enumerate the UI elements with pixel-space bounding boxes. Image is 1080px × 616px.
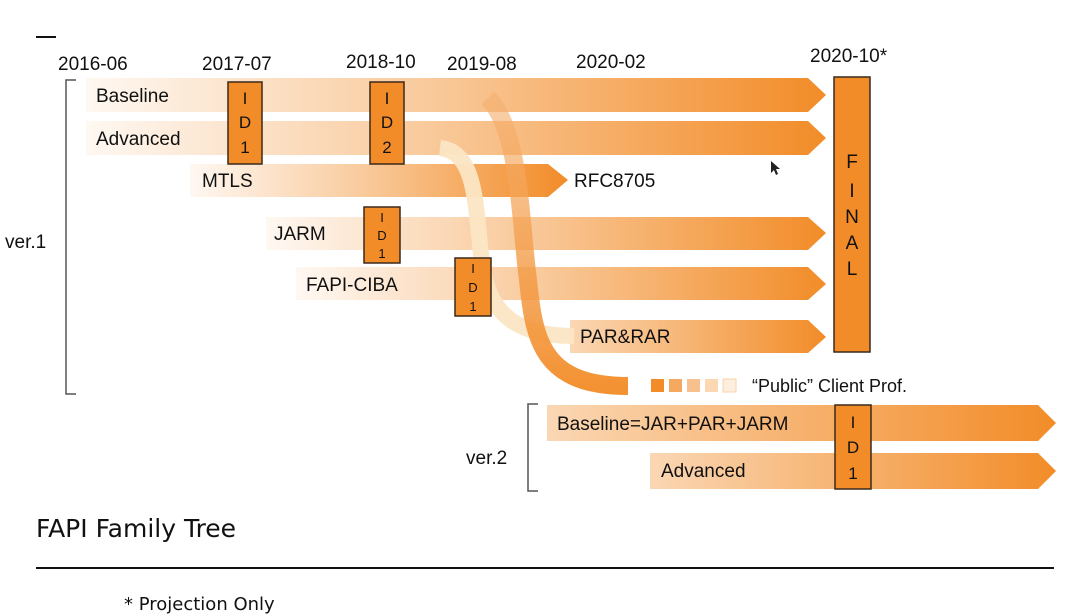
svg-text:D: D [377, 228, 386, 243]
ver1-label: ver.1 [5, 232, 46, 253]
v2-id1-box: I D 1 [834, 404, 872, 490]
svg-text:I: I [380, 210, 384, 225]
v2-baseline-track [547, 405, 1056, 441]
svg-text:I: I [471, 261, 475, 276]
svg-text:1: 1 [848, 464, 857, 483]
svg-text:I: I [851, 413, 856, 432]
mtls-label: MTLS [202, 171, 253, 192]
v2-advanced-label: Advanced [661, 461, 746, 482]
date-2020-10: 2020-10* [810, 46, 888, 67]
svg-text:N: N [845, 207, 859, 228]
public-client-squares [651, 378, 737, 393]
final-box: F I N A L [833, 76, 871, 353]
header-dash [36, 36, 56, 38]
svg-text:1: 1 [378, 246, 385, 261]
svg-text:A: A [846, 233, 859, 254]
ciba-id1-box: I D 1 [454, 257, 492, 317]
divider [36, 567, 1054, 569]
date-2016-06: 2016-06 [58, 54, 128, 75]
baseline-label: Baseline [96, 86, 169, 107]
svg-text:1: 1 [469, 299, 476, 314]
svg-text:1: 1 [240, 138, 249, 157]
rfc8705-label: RFC8705 [574, 171, 655, 192]
public-client-branch [481, 91, 629, 395]
ver2-bracket [527, 403, 538, 492]
id2-box-2018: I D 2 [369, 81, 405, 165]
svg-text:L: L [847, 259, 858, 280]
svg-text:D: D [847, 438, 859, 457]
baseline-track [86, 78, 826, 112]
svg-text:D: D [381, 113, 393, 132]
ciba-label: FAPI-CIBA [306, 275, 398, 296]
public-client-label: “Public” Client Prof. [752, 376, 907, 396]
svg-text:2: 2 [382, 138, 391, 157]
mouse-cursor-icon [771, 161, 780, 175]
page-title: FAPI Family Tree [36, 514, 237, 543]
svg-text:I: I [243, 89, 248, 108]
ver1-bracket [65, 79, 76, 395]
parrar-label: PAR&RAR [580, 327, 670, 348]
jarm-track [266, 217, 826, 250]
footnote: * Projection Only [124, 594, 275, 615]
parrar-track [570, 320, 826, 353]
date-2020-02: 2020-02 [576, 52, 646, 73]
advanced-track [86, 121, 826, 155]
id1-box-2017: I D 1 [227, 81, 263, 165]
advanced-label: Advanced [96, 129, 181, 150]
svg-text:I: I [849, 181, 854, 202]
ver2-label: ver.2 [466, 448, 507, 469]
svg-text:I: I [385, 89, 390, 108]
svg-text:D: D [239, 113, 251, 132]
v2-baseline-label: Baseline=JAR+PAR+JARM [557, 414, 788, 435]
date-2019-08: 2019-08 [447, 54, 517, 75]
date-2018-10: 2018-10 [346, 52, 416, 73]
jarm-id1-box: I D 1 [363, 206, 401, 264]
jarm-label: JARM [274, 224, 326, 245]
ciba-track [296, 267, 826, 300]
date-2017-07: 2017-07 [202, 54, 272, 75]
svg-text:F: F [846, 152, 858, 173]
svg-text:D: D [468, 280, 477, 295]
